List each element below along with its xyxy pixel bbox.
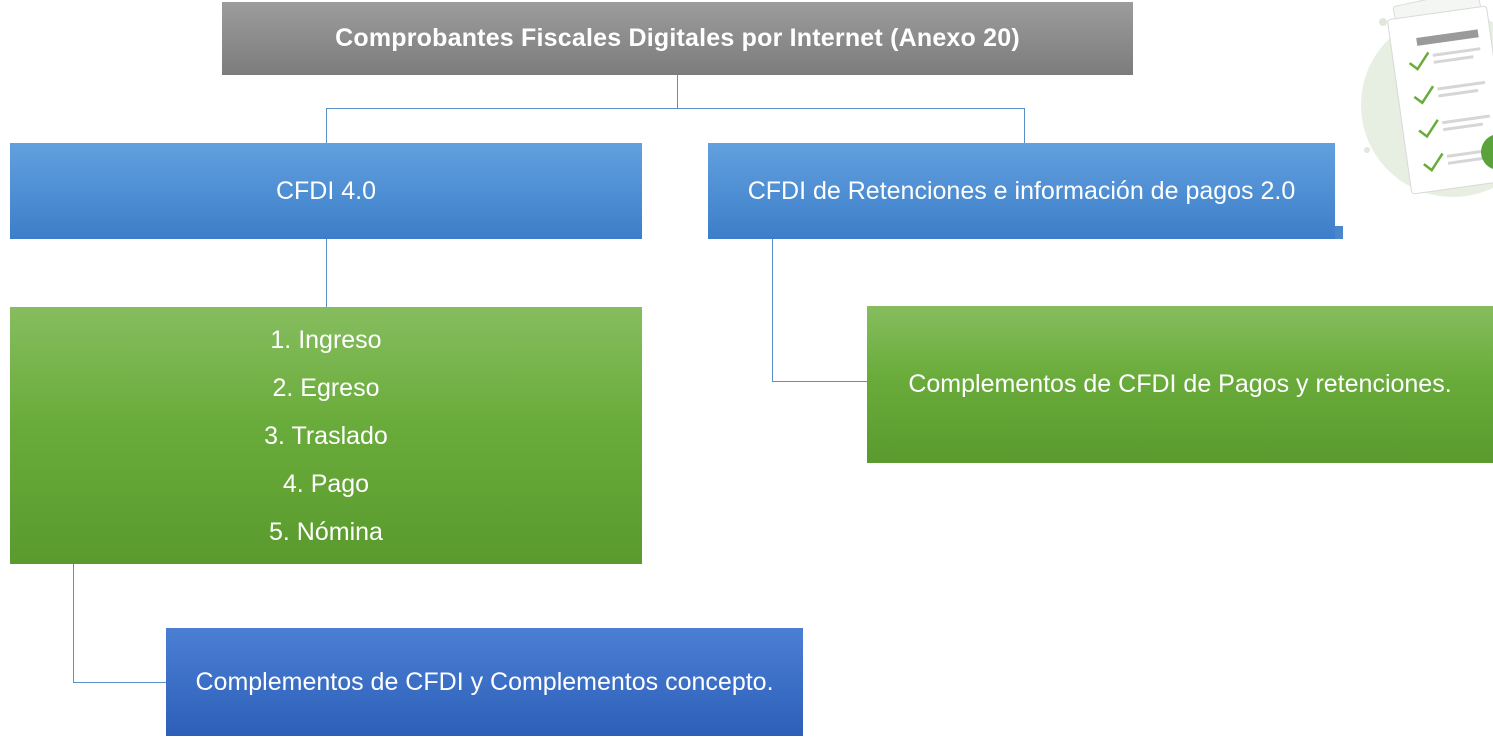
complementos-pagos-node: Complementos de CFDI de Pagos y retencio… [867, 306, 1493, 463]
connector-root-horizontal [326, 108, 1025, 109]
tipo-item: 5. Nómina [269, 517, 383, 546]
connector-cfdi40-to-tipos [326, 239, 327, 307]
tipo-item: 2. Egreso [272, 373, 380, 402]
root-node-label: Comprobantes Fiscales Digitales por Inte… [335, 24, 1020, 52]
retenciones-node-shadow [1335, 226, 1343, 239]
complementos-cfdi-node: Complementos de CFDI y Complementos conc… [166, 628, 803, 736]
tipo-item: 3. Traslado [264, 421, 388, 450]
connector-to-cfdi40 [326, 108, 327, 143]
connector-to-retenciones [1024, 108, 1025, 143]
retenciones-node-label: CFDI de Retenciones e información de pag… [747, 176, 1296, 205]
tipos-node: 1. Ingreso 2. Egreso 3. Traslado 4. Pago… [10, 307, 642, 564]
connector-root-down [677, 75, 678, 108]
retenciones-node: CFDI de Retenciones e información de pag… [708, 143, 1335, 239]
connector-tipos-to-complementos [73, 682, 166, 683]
complementos-pagos-label: Complementos de CFDI de Pagos y retencio… [908, 370, 1452, 398]
tipo-item: 1. Ingreso [270, 325, 382, 354]
cfdi40-node: CFDI 4.0 [10, 143, 642, 239]
connector-retenciones-down [772, 239, 773, 382]
checklist-document-icon [1361, 0, 1493, 197]
connector-retenciones-to-pagos [772, 381, 867, 382]
complementos-cfdi-label: Complementos de CFDI y Complementos conc… [195, 667, 774, 696]
root-node: Comprobantes Fiscales Digitales por Inte… [222, 2, 1133, 75]
connector-tipos-down [73, 564, 74, 683]
tipo-item: 4. Pago [282, 469, 370, 498]
cfdi40-node-label: CFDI 4.0 [275, 176, 377, 205]
